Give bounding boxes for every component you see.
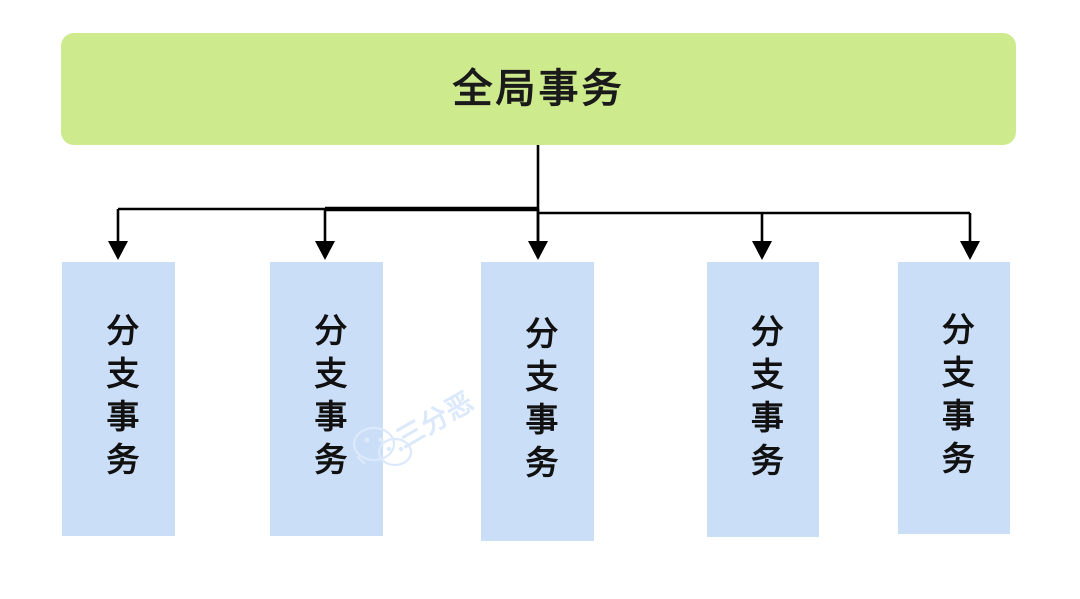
node-branch-transaction-5-label: 分支事务: [936, 312, 973, 484]
node-branch-transaction-5[interactable]: 分支事务: [898, 262, 1010, 534]
node-branch-transaction-1-label: 分支事务: [100, 313, 137, 485]
node-branch-transaction-3-label: 分支事务: [519, 315, 556, 488]
node-global-transaction-label: 全局事务: [452, 66, 625, 111]
node-branch-transaction-1[interactable]: 分支事务: [62, 262, 175, 536]
node-global-transaction[interactable]: 全局事务: [61, 33, 1016, 145]
arrowhead-3: [528, 241, 548, 260]
arrowhead-1: [108, 241, 128, 260]
watermark-text: 三分恶: [391, 386, 480, 455]
node-branch-transaction-4-label: 分支事务: [745, 313, 782, 486]
arrowhead-5: [960, 241, 980, 260]
arrowhead-4: [752, 241, 772, 260]
node-branch-transaction-4[interactable]: 分支事务: [707, 262, 819, 537]
node-branch-transaction-2-label: 分支事务: [308, 313, 345, 485]
node-branch-transaction-3[interactable]: 分支事务: [481, 262, 594, 541]
arrowhead-2: [315, 241, 335, 260]
node-branch-transaction-2[interactable]: 分支事务: [270, 262, 383, 536]
